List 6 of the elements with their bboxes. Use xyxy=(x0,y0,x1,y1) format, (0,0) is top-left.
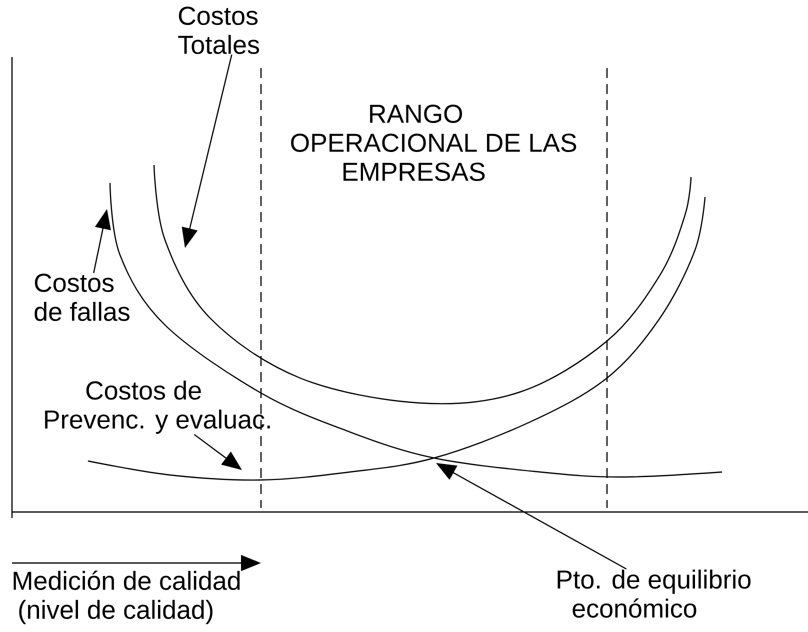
curve-label: Costos de Prevenc. y evaluac. xyxy=(45,380,270,434)
region-label: RANGO OPERACIONAL DE LAS EMPRESAS xyxy=(291,104,576,181)
curve-label: Costos de fallas xyxy=(34,274,130,321)
axis-label: Medición de calidad (nivel de calidad) xyxy=(14,570,240,624)
point-label: Pto. de equilibrio económico xyxy=(558,570,751,618)
curve-label: Costos Totales xyxy=(178,6,260,54)
